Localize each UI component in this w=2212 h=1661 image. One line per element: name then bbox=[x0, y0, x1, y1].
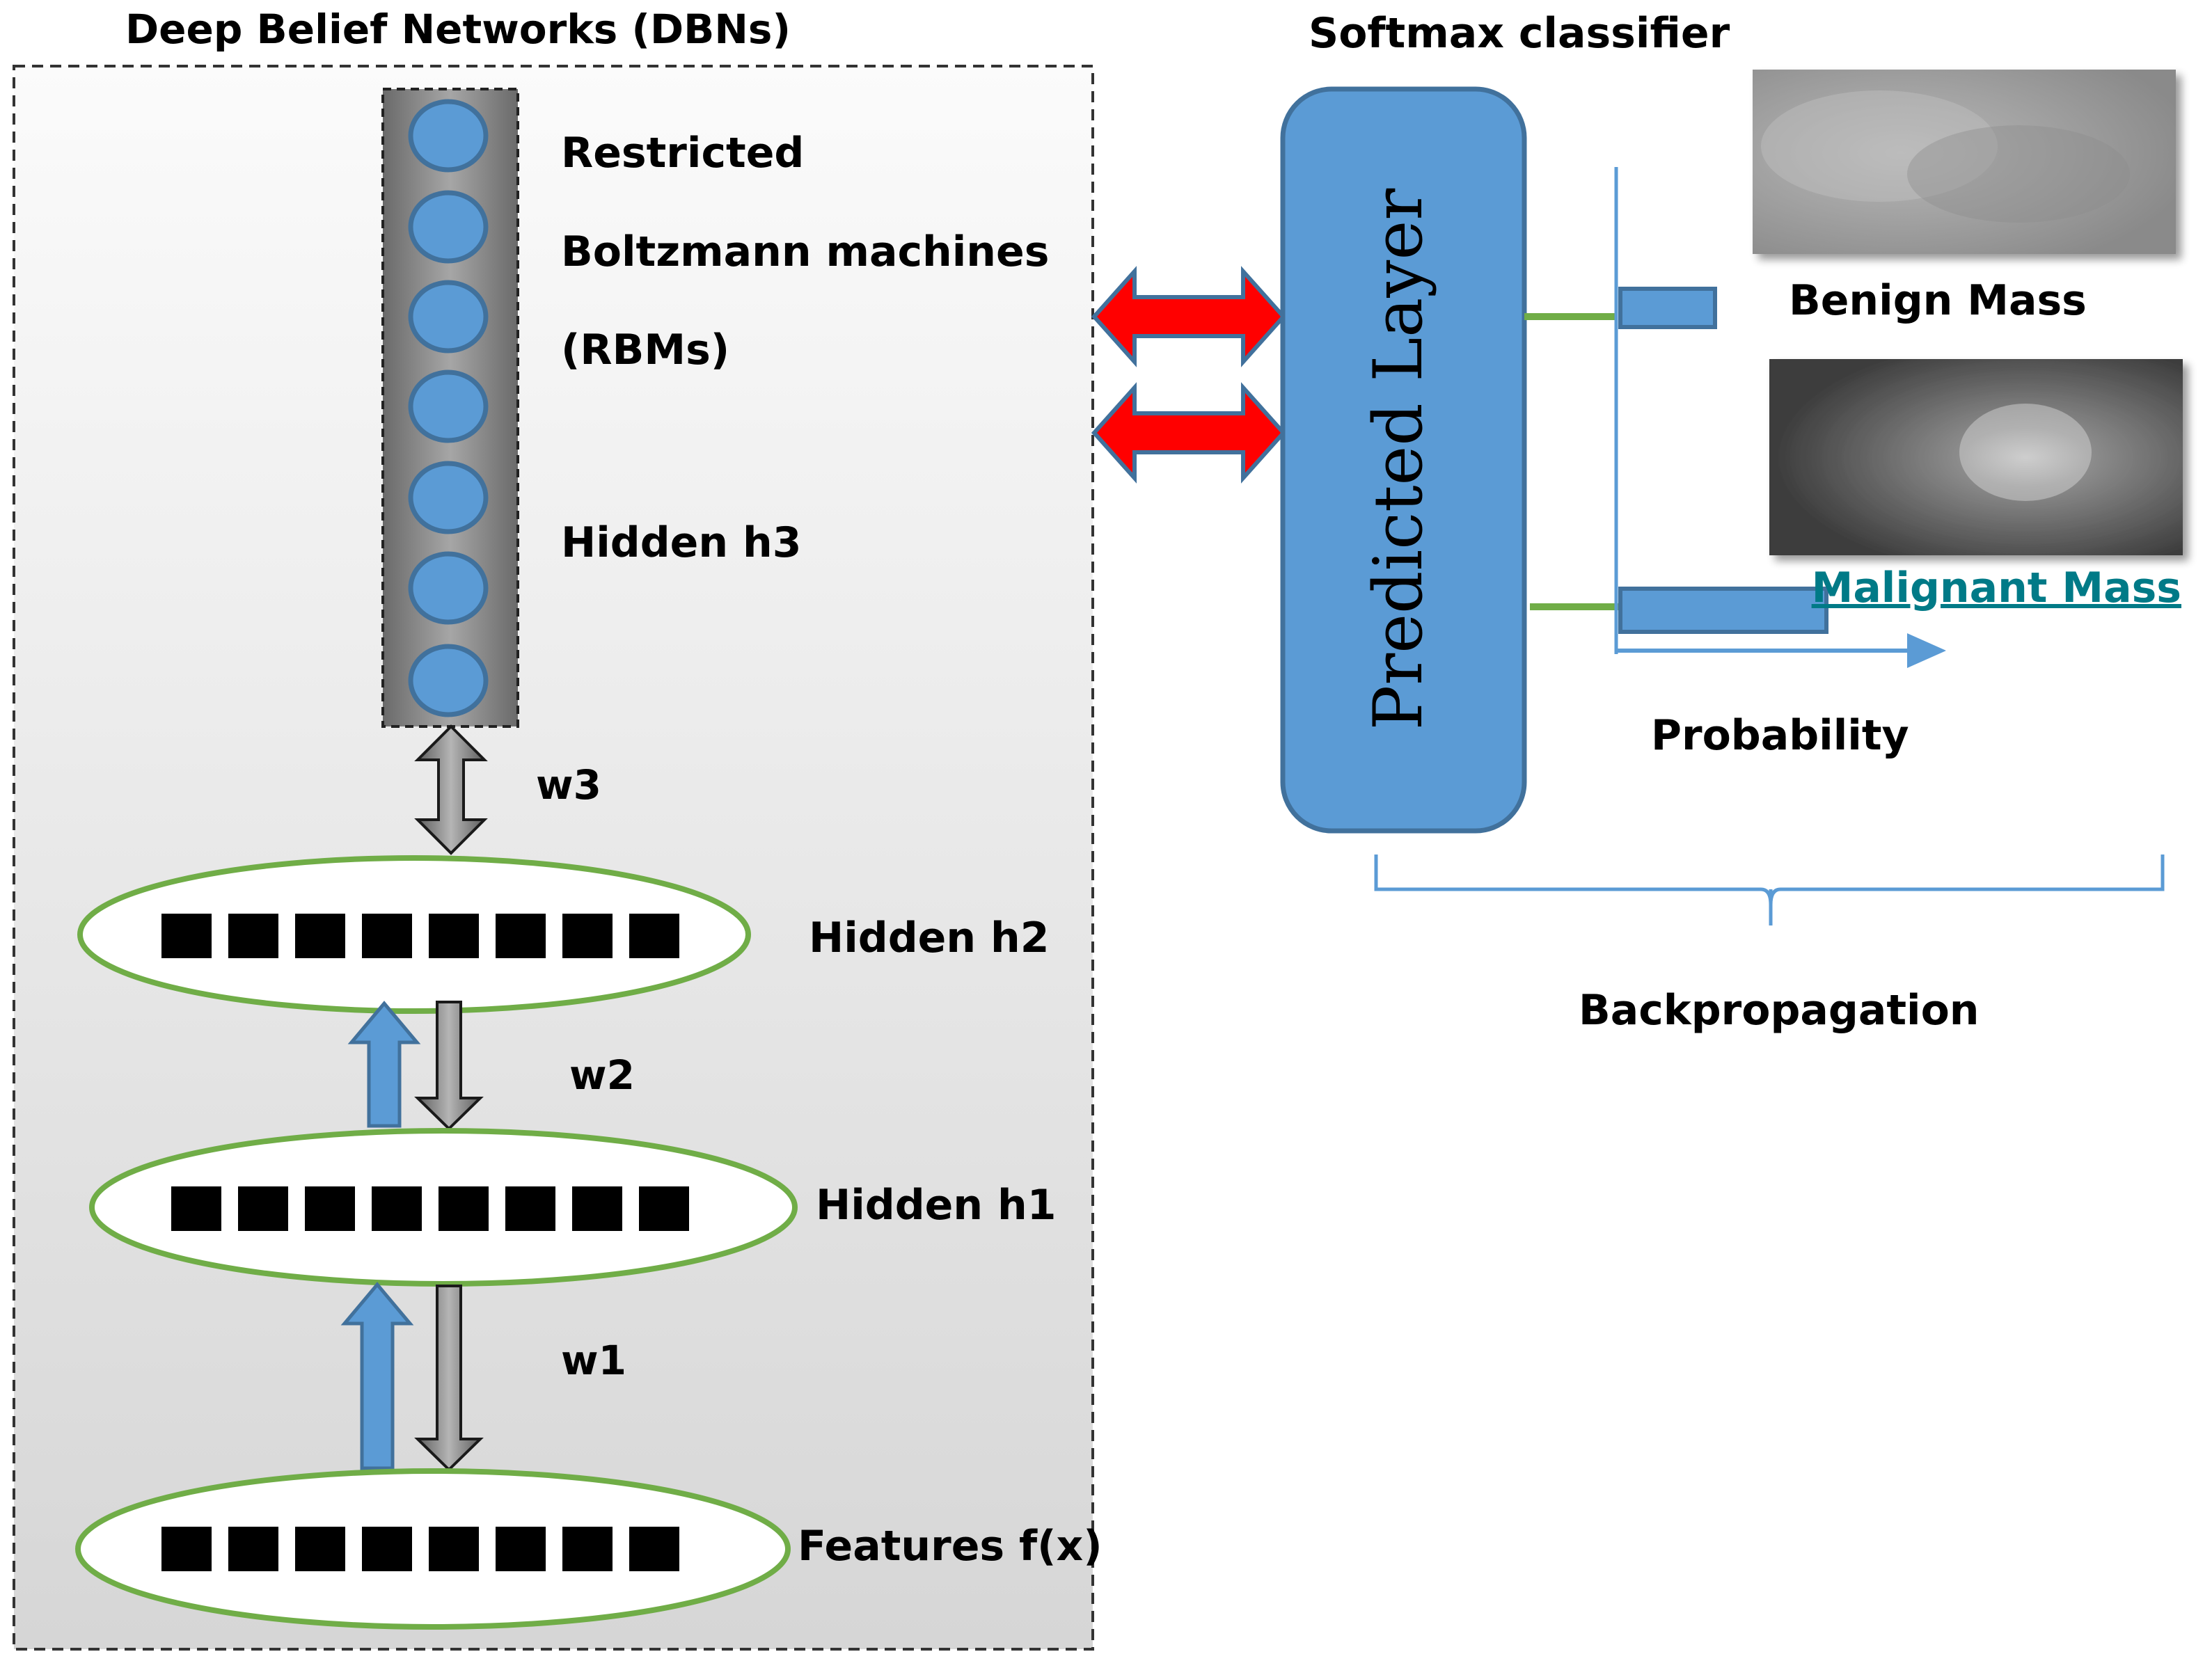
unit-square bbox=[305, 1186, 355, 1231]
rbm-node bbox=[408, 644, 489, 717]
benign-mass-image bbox=[1753, 70, 2176, 254]
probability-label: Probability bbox=[1651, 711, 1909, 760]
unit-square bbox=[295, 1527, 345, 1571]
benign-mass-label: Benign Mass bbox=[1789, 276, 2087, 325]
predicted-layer-label: Predicted Layer bbox=[1359, 189, 1437, 731]
rbm-label-line3: (RBMs) bbox=[561, 326, 729, 374]
w3-label: w3 bbox=[536, 761, 601, 809]
unit-square bbox=[572, 1186, 622, 1231]
unit-square bbox=[238, 1186, 288, 1231]
softmax-title: Softmax classifier bbox=[1309, 9, 1730, 58]
unit-square bbox=[562, 914, 613, 958]
predicted-layer-box bbox=[1280, 86, 1527, 834]
unit-square bbox=[629, 1527, 679, 1571]
features-units bbox=[161, 1527, 679, 1571]
unit-square bbox=[562, 1527, 613, 1571]
w1-down-arrow bbox=[414, 1285, 484, 1472]
unit-square bbox=[429, 1527, 479, 1571]
red-double-arrow-bottom bbox=[1091, 382, 1287, 484]
backpropagation-label: Backpropagation bbox=[1579, 986, 1980, 1035]
unit-square bbox=[228, 914, 278, 958]
hidden-h2-layer bbox=[77, 855, 751, 1014]
unit-square bbox=[496, 914, 546, 958]
w2-down-arrow bbox=[414, 1001, 484, 1131]
unit-square bbox=[439, 1186, 489, 1231]
unit-square bbox=[171, 1186, 221, 1231]
unit-square bbox=[505, 1186, 555, 1231]
unit-square bbox=[629, 914, 679, 958]
probability-axis-arrowhead bbox=[1907, 633, 1946, 668]
unit-square bbox=[228, 1527, 278, 1571]
red-double-arrow-top bbox=[1091, 266, 1287, 367]
features-label: Features f(x) bbox=[798, 1522, 1103, 1571]
rbm-node bbox=[408, 280, 489, 353]
hidden-h2-label: Hidden h2 bbox=[809, 914, 1049, 962]
w2-up-arrow bbox=[347, 1001, 421, 1128]
benign-probability-bar bbox=[1618, 287, 1717, 329]
unit-square bbox=[295, 914, 345, 958]
rbm-nodes bbox=[408, 99, 489, 717]
w1-label: w1 bbox=[561, 1337, 626, 1384]
rbm-label-line2: Boltzmann machines bbox=[561, 228, 1049, 276]
hidden-h1-label: Hidden h1 bbox=[816, 1181, 1056, 1230]
rbm-label-line1: Restricted bbox=[561, 129, 804, 177]
unit-square bbox=[362, 914, 412, 958]
w1-up-arrow bbox=[340, 1282, 414, 1470]
rbm-node bbox=[408, 461, 489, 534]
dbn-panel bbox=[13, 65, 1094, 1651]
unit-square bbox=[362, 1527, 412, 1571]
rbm-node bbox=[408, 369, 489, 443]
rbm-node bbox=[408, 99, 489, 173]
unit-square bbox=[161, 914, 212, 958]
unit-square bbox=[161, 1527, 212, 1571]
malignant-mass-image bbox=[1769, 359, 2183, 555]
malignant-probability-bar bbox=[1618, 587, 1828, 634]
hidden-h3-label: Hidden h3 bbox=[561, 518, 801, 567]
w3-double-arrow bbox=[414, 724, 488, 855]
unit-square bbox=[372, 1186, 422, 1231]
unit-square bbox=[429, 914, 479, 958]
rbm-node bbox=[408, 190, 489, 264]
malignant-mass-link[interactable]: Malignant Mass bbox=[1812, 564, 2181, 612]
hidden-h2-units bbox=[161, 914, 679, 958]
unit-square bbox=[496, 1527, 546, 1571]
dbn-title: Deep Belief Networks (DBNs) bbox=[125, 6, 791, 53]
unit-square bbox=[639, 1186, 689, 1231]
w2-label: w2 bbox=[569, 1051, 635, 1099]
rbm-node bbox=[408, 551, 489, 625]
hidden-h1-units bbox=[171, 1186, 689, 1231]
